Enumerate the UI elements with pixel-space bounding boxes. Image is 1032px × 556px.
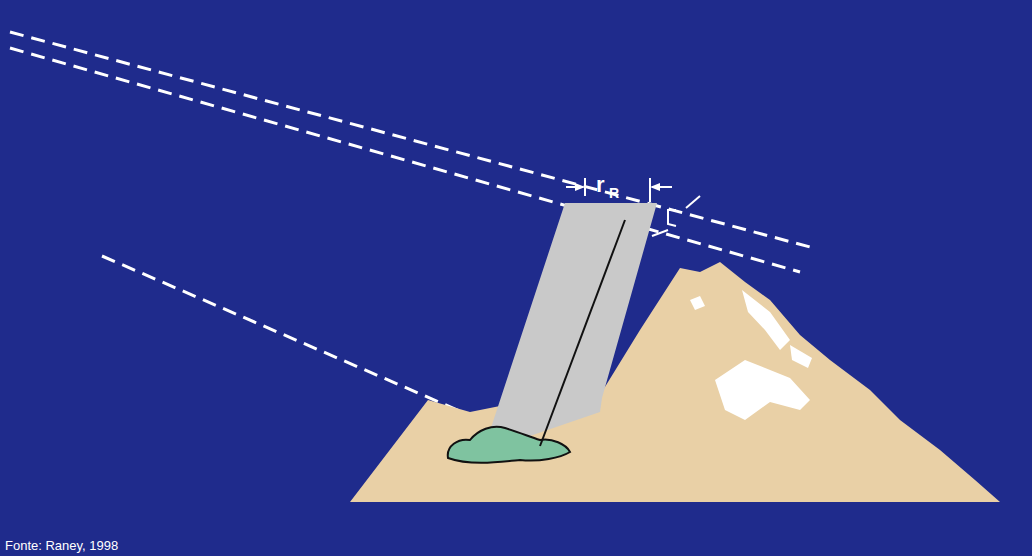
snow-patches bbox=[690, 290, 812, 420]
source-note: Fonte: Raney, 1998 bbox=[5, 539, 118, 552]
snow-patch bbox=[790, 345, 812, 368]
snow-patch bbox=[690, 296, 705, 310]
dimension-arrow bbox=[686, 196, 700, 208]
bracket bbox=[668, 210, 676, 226]
range-resolution-symbol: r bbox=[596, 174, 605, 196]
slant-resolution-mark bbox=[652, 196, 700, 236]
dimension-tick bbox=[649, 178, 651, 202]
snow-patch bbox=[715, 360, 810, 420]
layover-band bbox=[483, 203, 657, 452]
terrain bbox=[350, 262, 1000, 502]
wavefront-line bbox=[10, 32, 810, 247]
dimension-arrow bbox=[652, 230, 668, 236]
projection-line bbox=[540, 220, 625, 446]
wavefront-line bbox=[10, 48, 800, 272]
arrow-head bbox=[650, 183, 660, 191]
target-area bbox=[448, 427, 570, 463]
wavefront-line bbox=[102, 256, 462, 412]
snow-patch bbox=[742, 290, 790, 350]
symbol-subscript: R bbox=[609, 186, 619, 200]
arrow-head bbox=[575, 183, 585, 191]
range-resolution-dimension bbox=[566, 178, 672, 202]
